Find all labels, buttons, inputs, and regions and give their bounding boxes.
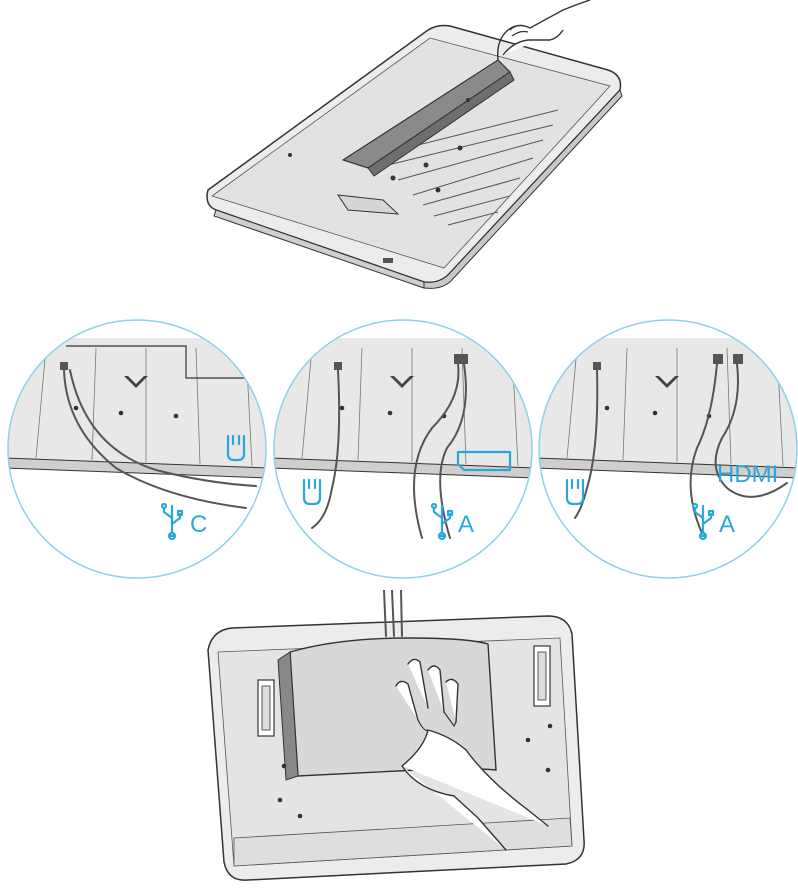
- displayport-icon: [456, 450, 512, 472]
- step3-reattach-cover-illustration: [188, 589, 608, 884]
- step1-remove-cover-illustration: [198, 0, 628, 292]
- usb-icon: [160, 502, 184, 541]
- connection-detail-usb-a-displayport: A: [272, 318, 534, 580]
- power-plug-icon: [565, 478, 585, 506]
- usb-type-a-label: A: [719, 511, 735, 538]
- usb-type-a-label: A: [458, 511, 474, 538]
- usb-icon: [691, 502, 715, 541]
- usb-icon: [430, 502, 454, 541]
- power-plug-icon: [302, 478, 322, 506]
- power-plug-icon: [226, 434, 246, 462]
- connection-detail-usb-a-hdmi: HDMI A: [537, 318, 798, 580]
- connection-detail-usb-c: C: [6, 318, 268, 580]
- hdmi-label: HDMI: [717, 461, 778, 488]
- usb-type-c-label: C: [190, 511, 207, 538]
